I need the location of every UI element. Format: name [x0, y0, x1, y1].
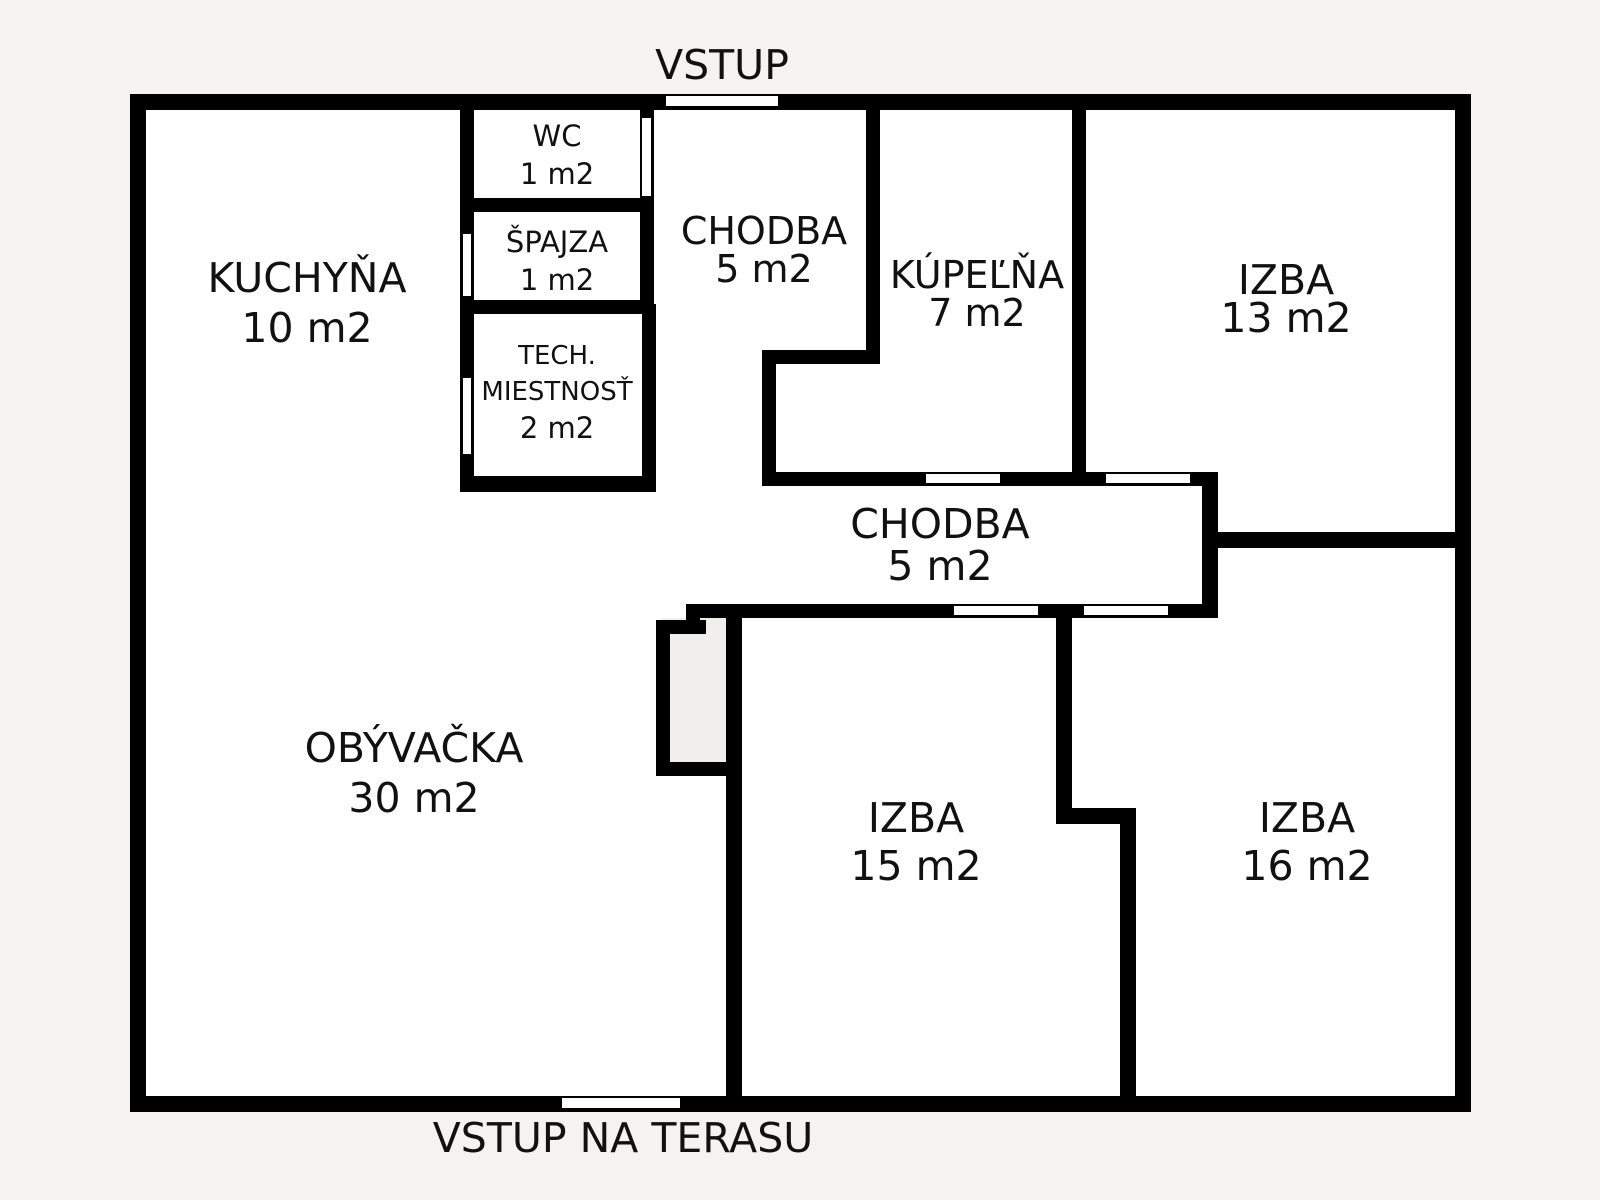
bathroom-area: 7 m2 [928, 291, 1025, 335]
wc-name: WC [533, 119, 582, 153]
bedroom-top-area: 13 m2 [1220, 294, 1351, 342]
pantry-area: 1 m2 [520, 263, 594, 297]
entrance-label: VSTUP [655, 41, 789, 89]
kitchen-name: KUCHYŇA [207, 254, 406, 302]
floor-area [140, 104, 1470, 1100]
outer-wall-left [130, 94, 146, 1112]
tech-name-line2: MIESTNOSŤ [481, 375, 632, 407]
wall-hall-step [762, 350, 880, 364]
wall-bedrooms-upper [1056, 604, 1072, 822]
bedroom-right-name: IZBA [1259, 794, 1355, 842]
outer-wall-right [1455, 94, 1471, 1112]
closet [662, 618, 730, 770]
tech-area: 2 m2 [520, 411, 594, 445]
wall-bedrooms-step [1056, 808, 1136, 824]
kitchen-area: 10 m2 [241, 304, 372, 352]
wall-living-bedroom [726, 604, 742, 1104]
hall-mid-area: 5 m2 [887, 542, 992, 590]
wall-closet-left [656, 620, 670, 776]
wall-bedrooms-lower [1120, 808, 1136, 1104]
hall-mid-name: CHODBA [850, 500, 1029, 548]
door-bedroom-right [1084, 606, 1168, 615]
door-wc [642, 118, 651, 196]
outer-wall-bottom [130, 1096, 1471, 1112]
wall-hall-step-down [762, 350, 776, 486]
bedroom-right-area: 16 m2 [1241, 842, 1372, 890]
door-tech [463, 378, 471, 454]
door-bathroom [926, 474, 1000, 483]
hall-top-area: 5 m2 [715, 247, 812, 291]
living-name: OBÝVAČKA [305, 724, 524, 772]
wall-small-rooms-right-lower [642, 304, 656, 492]
outer-wall-top [130, 94, 1471, 110]
terrace-label: VSTUP NA TERASU [433, 1114, 814, 1162]
hall-top-name: CHODBA [681, 209, 847, 253]
wall-closet-notch [686, 604, 700, 634]
wall-tech-bottom [460, 476, 656, 492]
door-terrace [562, 1098, 680, 1108]
living-area: 30 m2 [348, 774, 479, 822]
bedroom-mid-area: 15 m2 [850, 842, 981, 890]
pantry-name: ŠPAJZA [506, 225, 608, 259]
wall-bath-bedroom [1072, 104, 1086, 484]
wall-closet-bottom [656, 762, 736, 776]
tech-name-line1: TECH. [517, 341, 596, 371]
bedroom-mid-name: IZBA [868, 794, 964, 842]
wall-bedroom-divider [1202, 532, 1464, 548]
bathroom-name: KÚPEĽŇA [890, 253, 1064, 297]
door-entrance [666, 96, 778, 106]
wall-wc-bottom [460, 198, 654, 212]
door-pantry [463, 234, 471, 296]
door-bedroom-top [1106, 474, 1190, 483]
door-bedroom-mid [954, 606, 1038, 615]
bedroom-top-name: IZBA [1238, 256, 1334, 304]
wall-hall-bath [866, 104, 880, 364]
wc-area: 1 m2 [520, 157, 594, 191]
wall-pantry-bottom [460, 300, 654, 314]
